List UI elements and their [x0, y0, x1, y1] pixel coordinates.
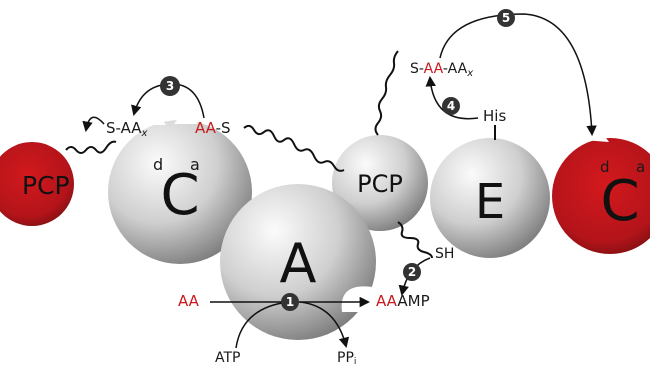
step-badge-3: 3 [160, 76, 180, 96]
step-badge-2: 2 [403, 263, 421, 281]
subsite-a-right-label: a [636, 158, 645, 176]
arrow-step1-atp [235, 301, 289, 349]
arrow-left-curl [82, 116, 105, 133]
arm-center-pcp-left [243, 124, 345, 172]
arm-left-pcp [65, 140, 117, 154]
svg-text:4: 4 [447, 99, 455, 113]
c-right-module: d a C [552, 132, 650, 254]
e-label: E [475, 174, 505, 230]
pcp-center-label: PCP [357, 170, 403, 198]
step-badge-1: 1 [281, 293, 299, 311]
e-module: E [430, 138, 550, 258]
arm-center-pcp-down [397, 221, 433, 259]
s-aax-left: S-AAx [106, 119, 148, 139]
a-module: A [220, 184, 382, 340]
c-left-module: d a C [108, 115, 252, 264]
step-badge-5: 5 [497, 9, 515, 27]
subsite-d-right-label: d [600, 158, 610, 176]
pcp-left-module: PCP [0, 142, 74, 226]
a-label: A [280, 232, 317, 295]
arrow-step5 [439, 13, 597, 137]
arm-center-pcp-up [374, 50, 399, 136]
top-s-aa-aax: S-AA-AAx [410, 61, 473, 79]
subsite-a-label: a [190, 155, 200, 174]
svg-text:2: 2 [408, 265, 416, 279]
aa-s-label: AA-S [195, 119, 231, 137]
sh-label: SH [435, 246, 454, 262]
subsite-d-label: d [153, 155, 163, 174]
ppi-label: PPi [337, 350, 356, 367]
arrow-step1-ppi [299, 301, 350, 349]
svg-text:3: 3 [166, 79, 174, 93]
c-right-label: C [600, 169, 639, 234]
his-label: His [483, 107, 506, 125]
atp-label: ATP [215, 350, 240, 366]
c-left-label: C [160, 163, 199, 228]
svg-text:5: 5 [502, 11, 510, 25]
pcp-left-label: PCP [22, 171, 70, 200]
pcp-center-module: PCP [332, 135, 428, 231]
aa-input-label: AA [178, 292, 200, 310]
step-badge-4: 4 [442, 97, 460, 115]
aa-amp-label: AAAMP [376, 292, 430, 310]
svg-text:1: 1 [286, 295, 294, 309]
